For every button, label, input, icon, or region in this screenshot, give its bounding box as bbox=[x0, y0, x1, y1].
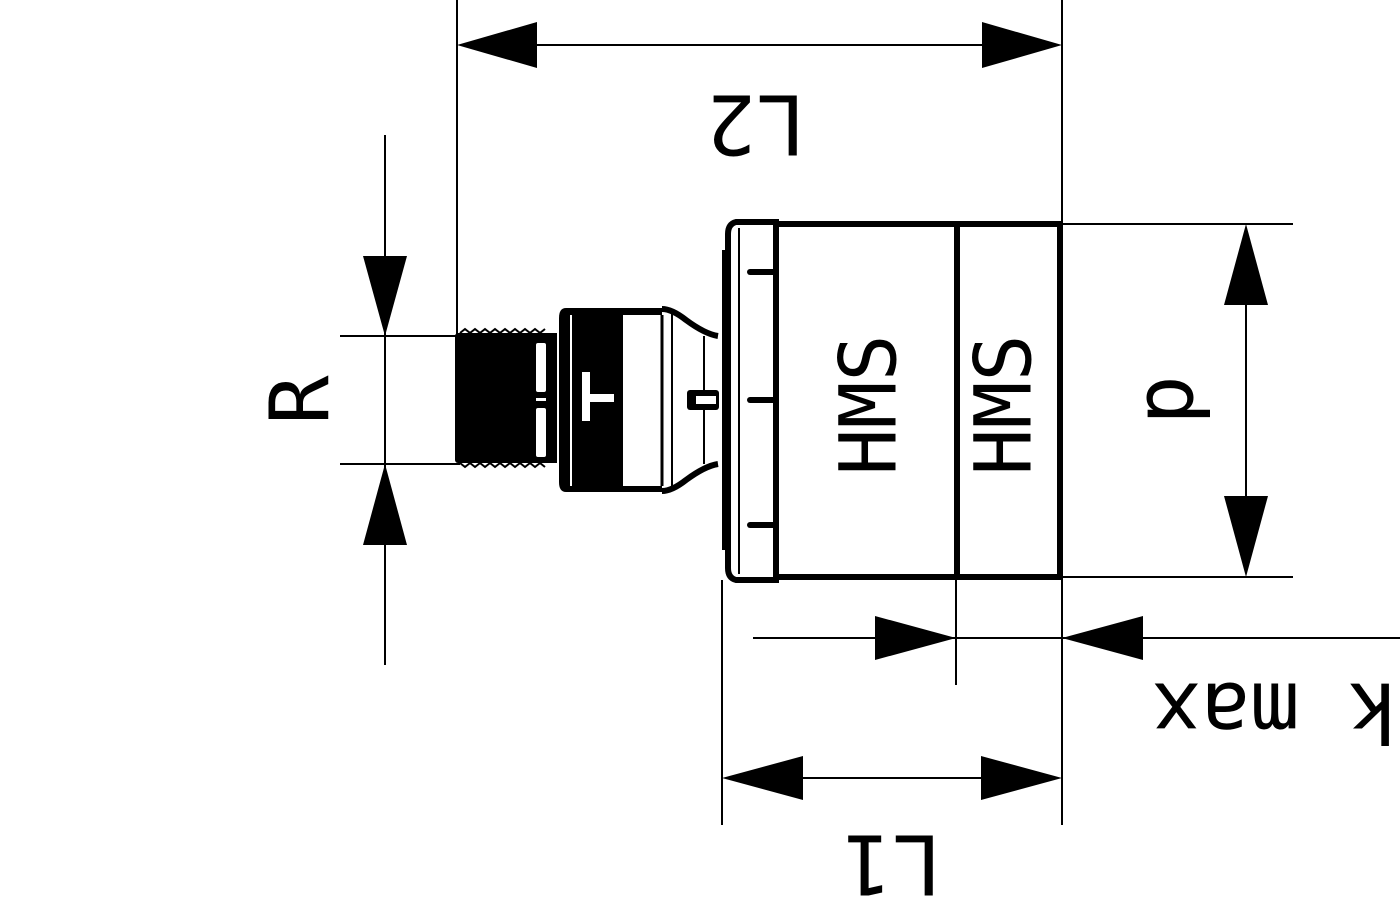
arrowhead-right bbox=[982, 22, 1062, 68]
press-sleeve: HMS HMS bbox=[722, 219, 1063, 583]
label-r: R bbox=[253, 375, 348, 425]
arrowhead-left bbox=[875, 616, 956, 660]
sleeve-marking-right: HMS bbox=[959, 335, 1049, 476]
label-k-max: k max bbox=[1152, 664, 1399, 759]
dimension-d: d bbox=[1062, 223, 1293, 578]
arrowhead-bottom bbox=[363, 464, 407, 545]
label-l2: L2 bbox=[707, 76, 806, 171]
arrowhead-left bbox=[722, 756, 803, 800]
sleeve-marking-left: HMS bbox=[824, 335, 914, 476]
dimension-k-max: k max bbox=[753, 580, 1400, 759]
collar bbox=[559, 308, 664, 492]
dimension-l1: L1 bbox=[721, 580, 1063, 900]
dimension-r: R bbox=[253, 135, 460, 665]
threaded-end bbox=[455, 327, 557, 469]
arrowhead-right bbox=[981, 756, 1062, 800]
fitting: HMS HMS bbox=[455, 219, 1063, 583]
t-mark-icon bbox=[582, 372, 590, 421]
label-d: d bbox=[1128, 375, 1223, 424]
neck bbox=[661, 306, 719, 494]
arrowhead-top bbox=[1224, 224, 1268, 305]
dimension-l2: L2 bbox=[456, 0, 1063, 335]
arrowhead-bottom bbox=[1224, 496, 1268, 577]
arrowhead-top bbox=[363, 256, 407, 336]
label-l1: L1 bbox=[843, 816, 942, 900]
arrowhead-right bbox=[1062, 616, 1143, 660]
arrowhead-left bbox=[457, 22, 537, 68]
